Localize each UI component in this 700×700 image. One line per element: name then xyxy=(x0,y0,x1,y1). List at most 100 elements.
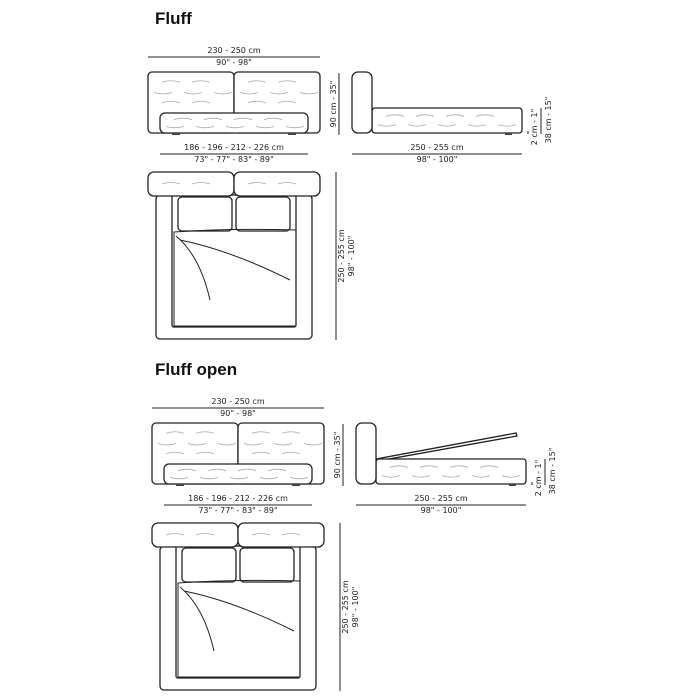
foot xyxy=(292,484,300,486)
fabric-wave xyxy=(247,80,267,83)
fabric-wave xyxy=(191,80,211,83)
fabric-wave xyxy=(157,443,177,446)
fabric-wave xyxy=(497,124,517,127)
side-length-cm: 250 - 255 cm xyxy=(414,494,467,503)
side-length-in: 98" - 100" xyxy=(421,506,462,515)
fabric-wave xyxy=(165,533,185,536)
fabric-wave xyxy=(161,182,181,185)
fabric-wave xyxy=(299,92,319,95)
headboard-plan-left xyxy=(147,171,235,197)
pillow-left xyxy=(177,196,233,232)
duvet-fold xyxy=(179,586,295,652)
duvet xyxy=(177,579,301,678)
fabric-wave xyxy=(289,476,309,480)
foot-height: 2 cm - 1" xyxy=(530,109,539,146)
fabric-wave xyxy=(475,114,495,117)
fabric-wave xyxy=(389,465,409,468)
fabric-wave xyxy=(195,431,215,434)
fabric-wave xyxy=(165,431,185,434)
plan-length-in: 98" - 100" xyxy=(347,236,356,277)
fabric-wave xyxy=(187,443,207,446)
section-fluff-open: Fluff open 230 - 250 cm 90" - 98" 90 cm … xyxy=(151,360,557,691)
front-width-cm: 230 - 250 cm xyxy=(211,397,264,406)
front-width-in: 90" - 98" xyxy=(220,409,256,418)
fabric-wave xyxy=(269,92,289,95)
section-title: Fluff open xyxy=(155,360,237,379)
fabric-wave xyxy=(239,92,259,95)
plan-length-cm: 250 - 255 cm xyxy=(341,580,350,633)
fabric-wave xyxy=(381,475,401,478)
fabric-wave xyxy=(377,124,397,127)
fabric-wave xyxy=(281,431,301,434)
fabric-wave xyxy=(191,100,211,104)
fabric-wave xyxy=(243,443,263,446)
fabric-wave xyxy=(161,100,181,104)
section-fluff: Fluff 230 - 250 cm 90" - 98" 90 cm - 35"… xyxy=(147,9,553,340)
lifted-frame xyxy=(374,432,518,462)
bed-base-side xyxy=(371,107,523,134)
fabric-wave xyxy=(277,80,297,83)
bed-drawings xyxy=(147,56,542,340)
fabric-wave xyxy=(251,451,271,455)
fabric-wave xyxy=(153,92,173,95)
front-height: 90 cm - 35" xyxy=(329,81,338,128)
section-title: Fluff xyxy=(155,9,192,28)
pillow-left xyxy=(181,547,237,583)
fabric-wave xyxy=(267,468,287,472)
fabric-wave xyxy=(195,533,215,536)
headboard-plan-right xyxy=(237,522,325,548)
duvet xyxy=(173,228,297,327)
fabric-wave xyxy=(303,443,323,446)
fabric-wave xyxy=(195,125,215,129)
fabric-wave xyxy=(225,125,245,129)
fabric-wave xyxy=(233,117,253,121)
fabric-wave xyxy=(169,476,189,480)
front-width-in: 90" - 98" xyxy=(216,58,252,67)
fabric-wave xyxy=(195,451,215,455)
fabric-wave xyxy=(273,443,293,446)
fabric-wave xyxy=(385,114,405,117)
bed-base-front xyxy=(163,463,313,485)
headboard-plan-left xyxy=(151,522,239,548)
bed-drawings xyxy=(151,407,546,691)
foot xyxy=(509,484,516,486)
base-width-in: 73" - 77" - 83" - 89" xyxy=(194,155,273,164)
fabric-wave xyxy=(177,468,197,472)
fabric-wave xyxy=(445,114,465,117)
foot xyxy=(176,484,184,486)
fabric-wave xyxy=(237,468,257,472)
fabric-wave xyxy=(407,124,427,127)
base-height: 38 cm - 15" xyxy=(544,97,553,144)
foot xyxy=(288,133,296,135)
fabric-wave xyxy=(217,443,237,446)
fabric-wave xyxy=(277,100,297,104)
fabric-wave xyxy=(281,451,301,455)
base-width-cm: 186 - 196 - 212 - 226 cm xyxy=(184,143,284,152)
base-width-cm: 186 - 196 - 212 - 226 cm xyxy=(188,494,288,503)
fabric-wave xyxy=(251,533,271,536)
pillow-right xyxy=(239,547,295,583)
front-width-cm: 230 - 250 cm xyxy=(207,46,260,55)
fabric-wave xyxy=(437,124,457,127)
fabric-wave xyxy=(411,475,431,478)
fabric-wave xyxy=(259,476,279,480)
fabric-wave xyxy=(207,468,227,472)
fabric-wave xyxy=(251,431,271,434)
fabric-wave xyxy=(247,100,267,104)
fabric-wave xyxy=(191,182,211,185)
fabric-wave xyxy=(479,465,499,468)
base-width-in: 73" - 77" - 83" - 89" xyxy=(198,506,277,515)
fabric-wave xyxy=(183,92,203,95)
fabric-wave xyxy=(229,476,249,480)
fabric-wave xyxy=(263,117,283,121)
fabric-wave xyxy=(285,125,305,129)
bed-base-front xyxy=(159,112,309,134)
fabric-wave xyxy=(213,92,233,95)
fabric-wave xyxy=(467,124,487,127)
bed-base-side xyxy=(375,458,527,485)
headboard-side xyxy=(351,71,373,134)
fabric-wave xyxy=(277,182,297,185)
duvet-fold xyxy=(175,235,291,301)
